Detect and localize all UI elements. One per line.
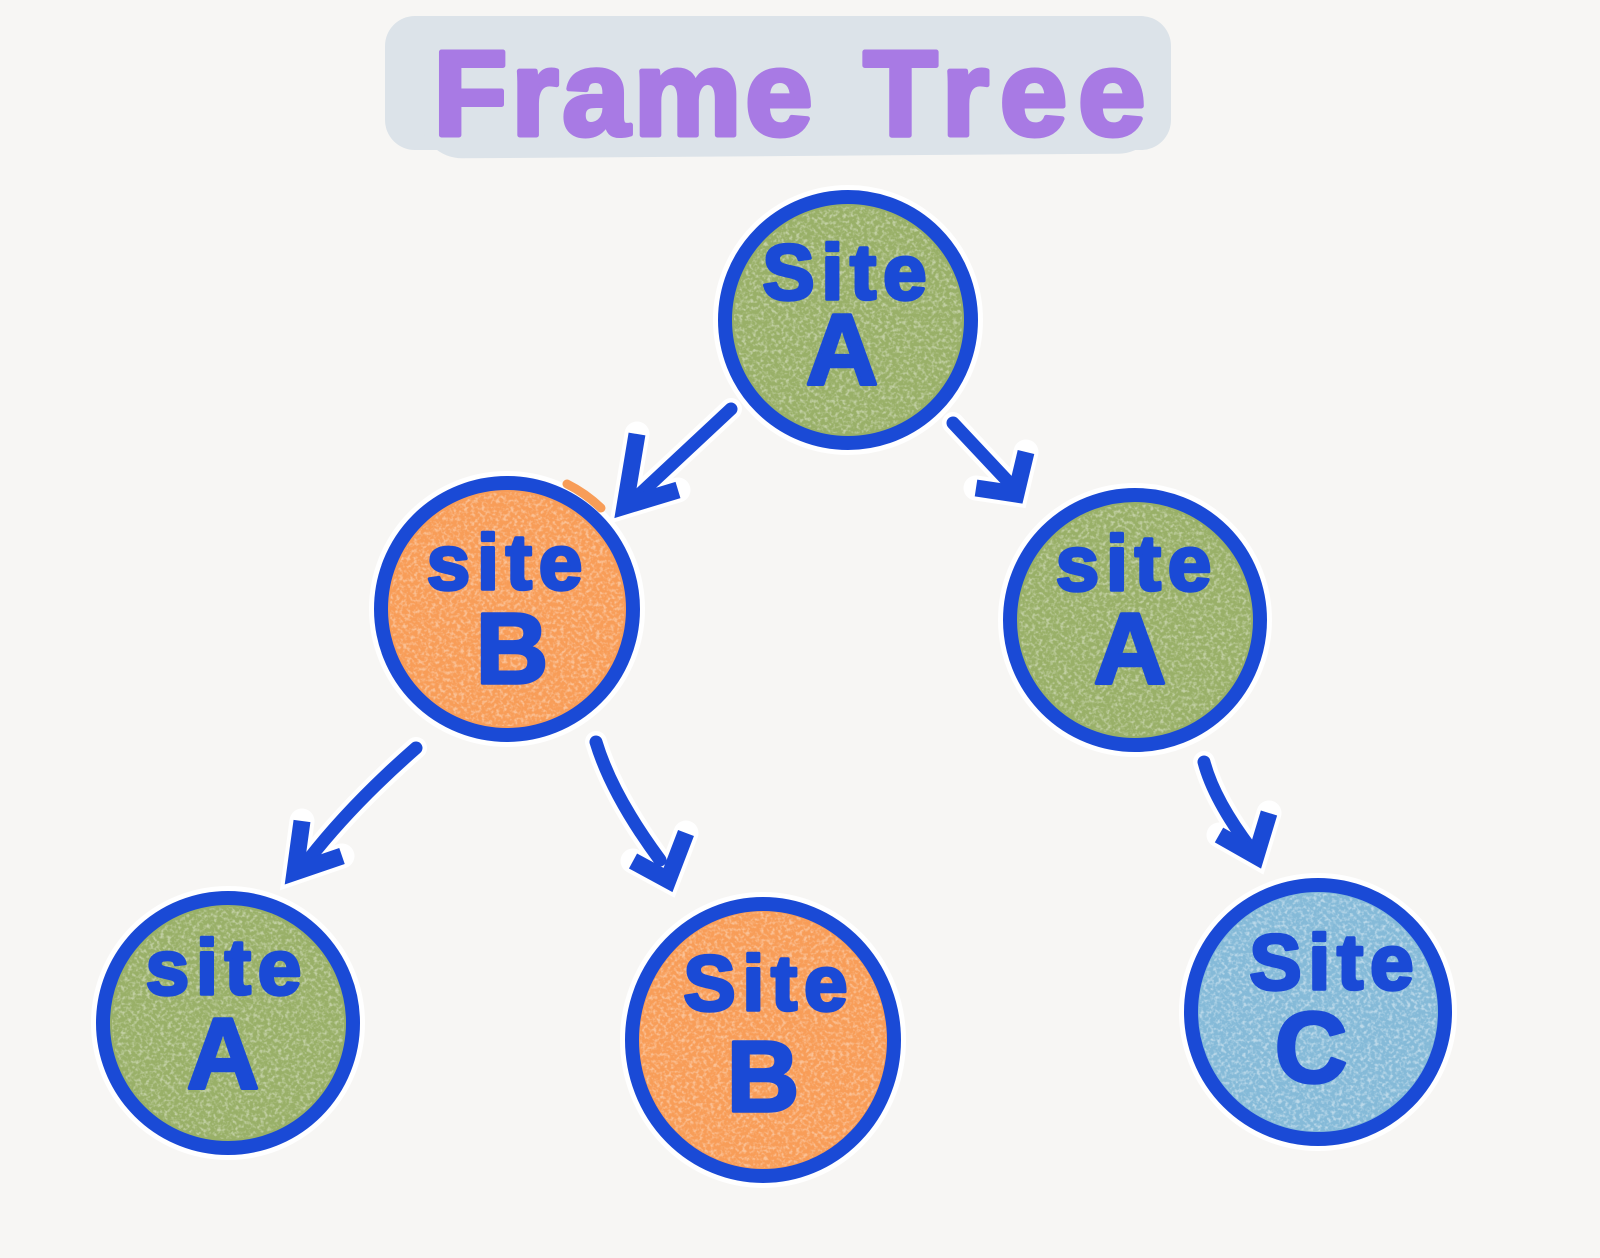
svg-text:site: site — [146, 923, 308, 1011]
svg-text:B: B — [727, 1021, 799, 1133]
svg-text:Frame: Frame — [433, 25, 816, 161]
svg-text:Site: Site — [762, 228, 933, 316]
svg-text:site: site — [427, 518, 589, 606]
svg-text:C: C — [1275, 992, 1347, 1104]
svg-text:Site: Site — [1249, 918, 1420, 1006]
svg-text:A: A — [1094, 593, 1166, 705]
svg-text:B: B — [476, 593, 548, 705]
svg-text:A: A — [187, 998, 259, 1110]
svg-text:Site: Site — [683, 939, 854, 1027]
svg-text:A: A — [806, 294, 878, 406]
svg-text:site: site — [1056, 519, 1218, 607]
svg-text:Tree: Tree — [864, 25, 1157, 161]
